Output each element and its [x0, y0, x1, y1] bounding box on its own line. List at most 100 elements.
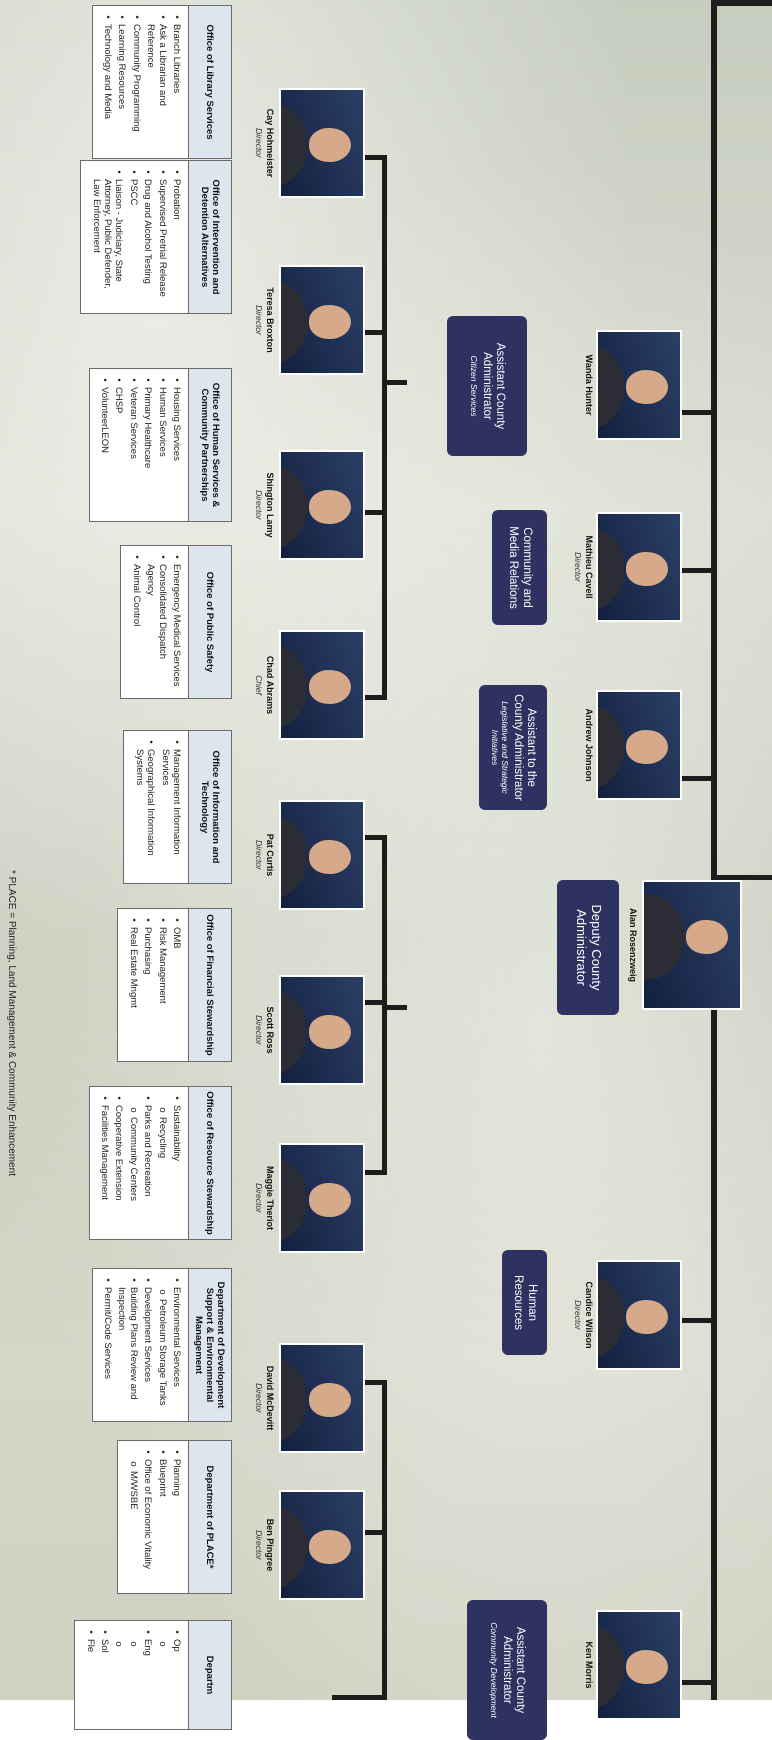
bullet-icon: •	[156, 378, 168, 382]
citizen-services-bar	[382, 155, 387, 700]
person-title: Director	[573, 1300, 583, 1330]
dept-financial-stewardship: Office of Financial Stewardship•OMB•Risk…	[117, 908, 232, 1062]
bullet-icon: •	[171, 555, 182, 559]
maggie-theriot-photo	[279, 1143, 365, 1253]
dept-header: Office of Public Safety	[188, 545, 232, 699]
bullet-icon: •	[156, 918, 168, 922]
bullet-icon: •	[127, 170, 139, 174]
bullet-icon: •	[113, 170, 125, 174]
dept-item-label: Fle	[84, 1639, 96, 1653]
bullet-icon: •	[102, 15, 114, 19]
director-name: Maggie Theriot	[265, 1165, 275, 1230]
dept-intervention-detention: Office of Intervention and Detention Alt…	[80, 160, 232, 314]
dept-item-label: Management Information Services	[159, 749, 182, 855]
dept-item-label: Planning	[171, 1459, 182, 1496]
dept-header: Office of Intervention and Detention Alt…	[188, 160, 232, 314]
director-title: Director	[254, 1183, 264, 1213]
dept-item: •Development Services	[142, 1273, 153, 1415]
dept-item: •Veteran Services	[127, 373, 139, 515]
dept-item: • Human Services	[156, 373, 168, 515]
role-box-human-resources: Human Resources	[502, 1250, 547, 1355]
bullet-icon: •	[171, 170, 182, 174]
dept-item: •Technology and Media	[102, 10, 113, 152]
candice-wilson-photo	[596, 1260, 682, 1370]
dept-item: •Branch Libraries	[171, 10, 182, 152]
dept-item-label: Human Services	[156, 387, 168, 457]
dept-item-label: Emergency Medical Services	[171, 564, 182, 687]
role-box-media-relations: Community and Media Relations	[492, 510, 547, 625]
dept-item: • Emergency Medical Services	[171, 550, 182, 692]
dept-header: Office of Resource Stewardship	[188, 1086, 232, 1240]
dept-list: •Planning•Blueprint•Office of Economic V…	[117, 1440, 188, 1594]
dept-item-label: Building Plans Review and Inspection	[116, 1287, 139, 1400]
bullet-icon: •	[142, 1630, 154, 1634]
bullet-icon: •	[99, 1630, 111, 1634]
dept-item-label: CHSP	[113, 387, 125, 414]
bullet-icon: •	[142, 378, 154, 382]
bullet-icon: o	[113, 1641, 125, 1647]
bullet-icon: •	[130, 15, 142, 19]
dept-list: •Emergency Medical Services•Consolidated…	[120, 545, 188, 699]
dept-item: •Learning Resources	[116, 10, 127, 152]
drop-public-works	[332, 1695, 387, 1700]
top-left-stub	[711, 0, 772, 6]
dept-list: •Branch Libraries•Ask a Librarian and Re…	[91, 5, 188, 159]
bullet-icon: •	[156, 1450, 168, 1454]
person-name: Mathieu Cavell	[584, 535, 594, 599]
person-name: Candice Wilson	[584, 1281, 594, 1349]
dept-library-services: Office of Library Services•Branch Librar…	[91, 5, 232, 159]
director-name: Cay Hohmeister	[265, 108, 275, 178]
dept-item: •Purchasing	[142, 913, 153, 1055]
dept-development-support: Department of Development Support & Envi…	[91, 1268, 232, 1422]
teresa-broxton-photo	[279, 265, 365, 375]
dept-item-label: Eng	[142, 1639, 154, 1656]
dept-item-label: Animal Control	[130, 564, 142, 627]
dept-item: •Housing Services	[171, 373, 182, 515]
dept-item: •Environmental Services	[171, 1273, 182, 1415]
dept-item: o	[113, 1625, 124, 1723]
bullet-icon: o	[156, 1289, 168, 1295]
dept-item: •Geographical Information Systems	[133, 735, 156, 877]
director-title: Director	[254, 840, 264, 870]
bullet-icon: •	[171, 918, 182, 922]
bullet-icon: •	[127, 918, 139, 922]
dept-item-label: Drug and Alcohol Testing	[142, 179, 154, 284]
dept-item-label: Community Programming	[130, 24, 142, 132]
bullet-icon: •	[142, 1278, 154, 1282]
dept-item: •Fle	[84, 1625, 96, 1723]
wanda-hunter-photo	[596, 330, 682, 440]
dept-item: • Primary Healthcare	[142, 373, 153, 515]
director-name: Shington Lamy	[265, 472, 275, 538]
director-name: Chad Abrams	[265, 655, 275, 715]
dept-item: •Office of Economic Vitality	[142, 1445, 153, 1587]
director-title: Director	[254, 1015, 264, 1045]
place-footnote: * PLACE = Planning, Land Management & Co…	[6, 870, 17, 1177]
bullet-icon: •	[171, 1450, 182, 1454]
dept-header: Office of Library Services	[188, 5, 232, 159]
director-title: Director	[254, 305, 264, 335]
dept-item: •Cooperative Extension	[113, 1091, 124, 1233]
dept-item: •Sustainability	[171, 1091, 182, 1233]
dept-item: •Permit/Code Services	[102, 1273, 113, 1415]
director-name: Ben Pingree	[265, 1518, 275, 1572]
dept-item-label: Supervised Pretrial Release	[156, 179, 168, 297]
dept-item: •Ask a Librarian and Reference	[145, 10, 168, 152]
bullet-icon: •	[142, 918, 154, 922]
dept-item-label: Op	[171, 1639, 182, 1652]
alan-rosenzweig-photo	[642, 880, 742, 1010]
role-box-citizen-services: Assistant County Administrator Citizen S…	[447, 316, 527, 456]
dept-item: •Supervised Pretrial Release	[156, 165, 168, 307]
dept-item-label: Environmental Services	[171, 1287, 182, 1387]
person-name: Wanda Hunter	[584, 354, 594, 416]
dept-item: •Building Plans Review and Inspection	[116, 1273, 139, 1415]
bullet-icon: •	[130, 555, 142, 559]
dept-list: •Probation•Supervised Pretrial Release•D…	[80, 160, 188, 314]
director-name: David McDevitt	[265, 1365, 275, 1431]
dept-item: o	[156, 1625, 168, 1723]
bullet-icon: •	[156, 15, 168, 19]
dept-item-label: Primary Healthcare	[142, 387, 154, 469]
dept-item: •Risk Management	[156, 913, 168, 1055]
